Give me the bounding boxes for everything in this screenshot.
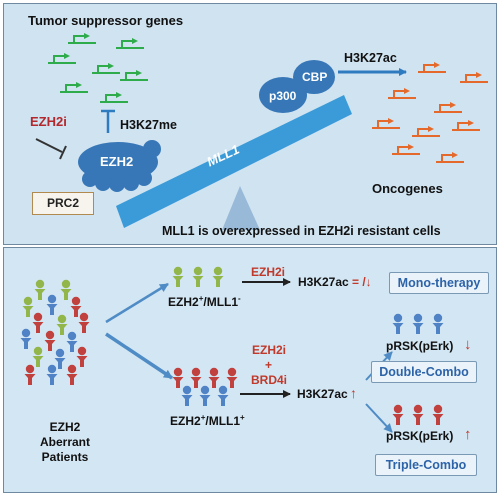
treat1-result: H3K27ac xyxy=(298,275,349,289)
treat1-change: = /↓ xyxy=(352,275,372,289)
group1-ezh2: EZH2 xyxy=(168,295,199,309)
oncogene-icons xyxy=(371,61,489,163)
triple-change: ↑ xyxy=(464,426,472,443)
patients-line2: Aberrant xyxy=(40,435,91,449)
double-combo-box: Double-Combo xyxy=(371,361,477,383)
prc2-box: PRC2 xyxy=(32,192,94,215)
cbp-label: CBP xyxy=(302,70,328,84)
split-arrow-down xyxy=(365,403,393,433)
p300-label: p300 xyxy=(269,89,297,103)
patient-cluster-icons xyxy=(20,279,90,385)
double-combo-people-icons xyxy=(392,313,444,334)
group1-mll1: /MLL1 xyxy=(203,295,239,309)
group2-people-icons xyxy=(172,367,238,406)
branch-arrow-upper xyxy=(105,282,169,324)
treat1-drug: EZH2i xyxy=(251,265,286,279)
group1-label: EZH2+/MLL1- xyxy=(168,294,241,309)
group2-ezh2: EZH2 xyxy=(170,414,201,428)
fulcrum-icon xyxy=(222,186,260,230)
group1-sup1: + xyxy=(198,294,204,303)
triple-combo-people-icons xyxy=(392,404,444,425)
ezh2i-label: EZH2i xyxy=(30,114,67,129)
tumor-suppressor-label: Tumor suppressor genes xyxy=(28,13,184,28)
triple-combo-box: Triple-Combo xyxy=(375,454,477,476)
ezh2i-inhibition-icon xyxy=(35,138,67,160)
treat2-change: ↑ xyxy=(350,385,357,401)
ezh2-label: EZH2 xyxy=(100,154,134,169)
tumor-suppressor-gene-icons xyxy=(47,32,149,103)
h3k27me-inhibition-icon xyxy=(101,109,115,133)
patients-line1: EZH2 xyxy=(49,420,81,434)
triple-marker: pRSK(pErk) xyxy=(386,429,454,443)
ezh2-complex-icon xyxy=(78,140,161,192)
double-change: ↓ xyxy=(464,336,472,353)
oncogenes-label: Oncogenes xyxy=(372,181,443,196)
branch-arrow-lower xyxy=(105,332,173,380)
group2-sup1: + xyxy=(200,413,206,422)
treat2-drug1: EZH2i xyxy=(252,343,287,357)
group2-label: EZH2+/MLL1+ xyxy=(170,413,245,428)
group1-sup2: - xyxy=(238,294,241,303)
top-caption: MLL1 is overexpressed in EZH2i resistant… xyxy=(162,224,441,238)
group2-mll1: /MLL1 xyxy=(205,414,241,428)
h3k27me-label: H3K27me xyxy=(120,118,177,132)
double-marker: pRSK(pErk) xyxy=(386,339,454,353)
mll1-bar xyxy=(116,95,352,228)
patients-line3: Patients xyxy=(41,450,89,464)
p300-icon xyxy=(259,77,307,113)
cbp-icon xyxy=(293,60,335,94)
patients-label: EZH2 Aberrant Patients xyxy=(40,420,90,465)
treat2-drug2: BRD4i xyxy=(251,373,288,387)
group2-sup2: + xyxy=(240,413,245,422)
mono-therapy-box: Mono-therapy xyxy=(389,272,489,294)
h3k27ac-label: H3K27ac xyxy=(344,51,397,65)
treat2-result: H3K27ac xyxy=(297,387,348,401)
treat2-plus: + xyxy=(265,358,273,372)
group1-people-icons xyxy=(172,266,224,287)
